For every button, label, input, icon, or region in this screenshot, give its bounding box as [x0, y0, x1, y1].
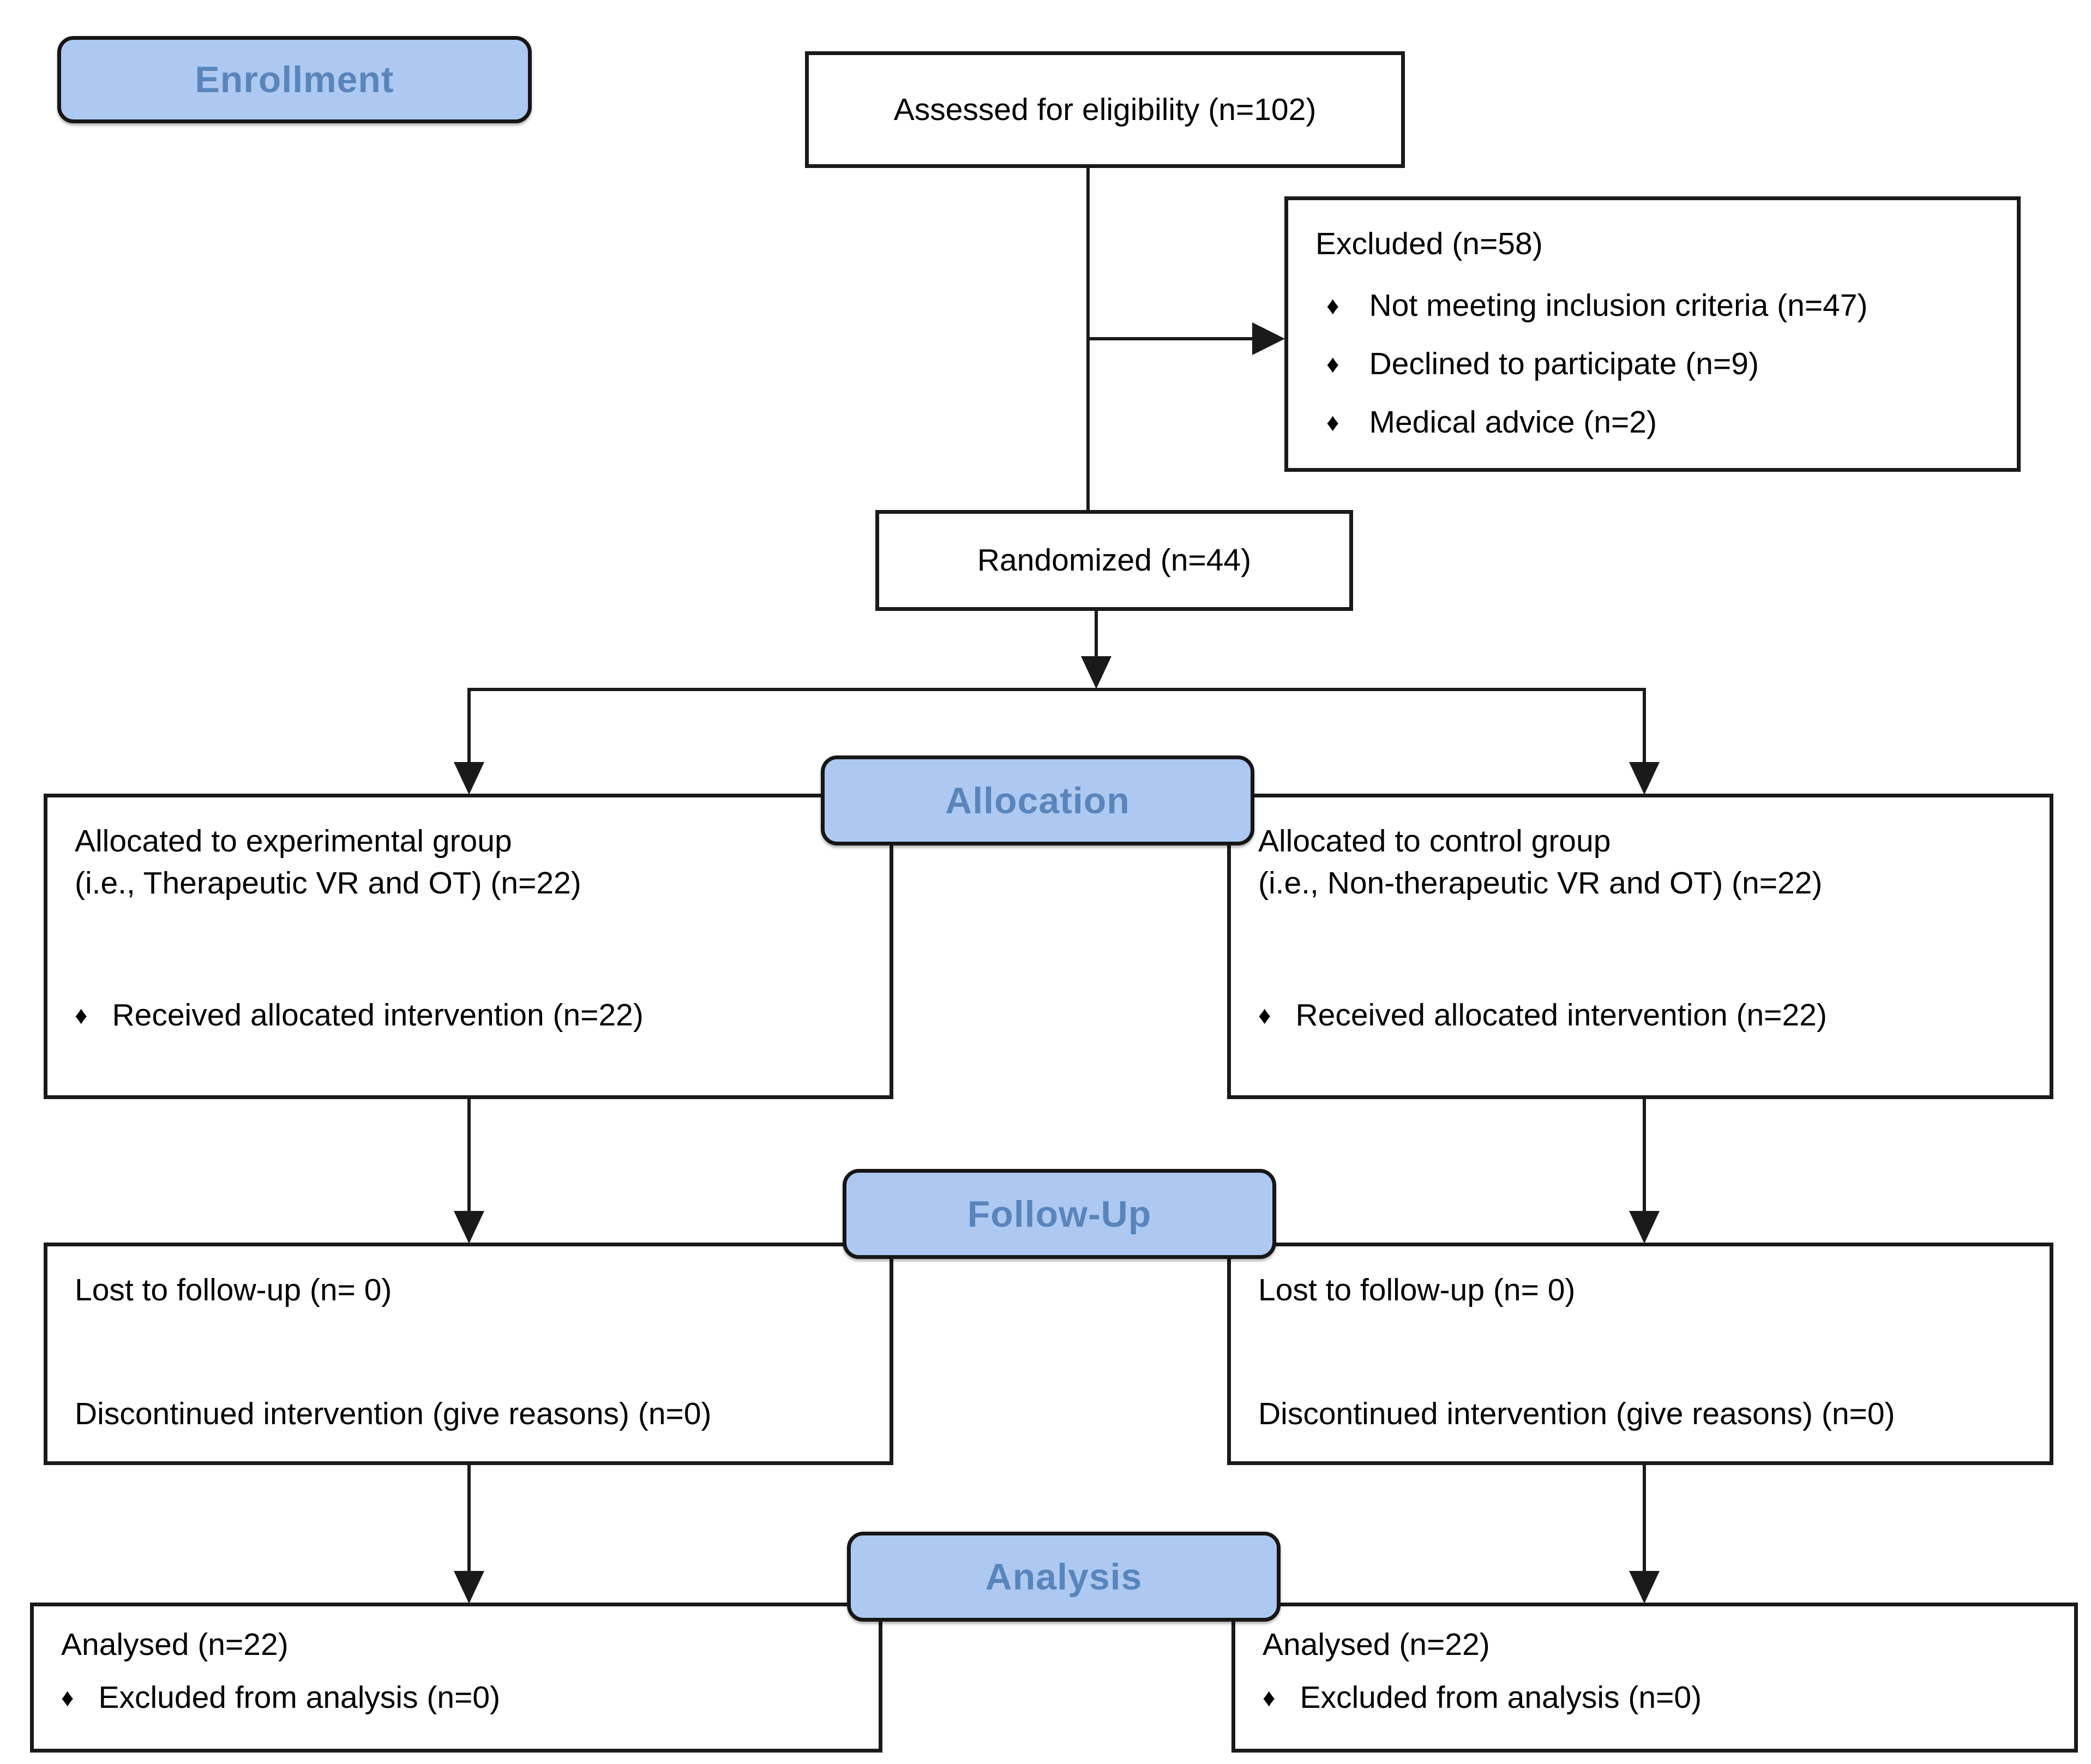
- allocated-control-line1: Allocated to control group: [1258, 824, 1611, 859]
- discontinued-text: Discontinued intervention (give reasons)…: [1258, 1396, 1895, 1431]
- allocated-experimental-box: Allocated to experimental group (i.e., T…: [44, 794, 893, 1099]
- arrowhead-down-icon: [1081, 656, 1111, 689]
- followup-left-box: Lost to follow-up (n= 0) Discontinued in…: [44, 1243, 893, 1465]
- stage-label-allocation: Allocation: [821, 755, 1254, 845]
- excluded-analysis-text: Excluded from analysis (n=0): [1300, 1679, 1702, 1715]
- allocated-control-line2: (i.e., Non-therapeutic VR and OT) (n=22): [1258, 865, 1823, 901]
- assessed-eligibility-box: Assessed for eligibility (n=102): [805, 51, 1405, 168]
- bullet-diamond-icon: ♦: [61, 1683, 74, 1712]
- followup-right-box: Lost to follow-up (n= 0) Discontinued in…: [1227, 1243, 2053, 1465]
- stage-label-text: Enrollment: [195, 59, 394, 100]
- excluded-title: Excluded (n=58): [1315, 226, 1543, 261]
- stage-label-followup: Follow-Up: [843, 1169, 1276, 1259]
- list-item: ♦ Excluded from analysis (n=0): [61, 1677, 851, 1719]
- list-item: ♦ Declined to participate (n=9): [1315, 343, 1990, 385]
- excluded-bullet-text: Not meeting inclusion criteria (n=47): [1369, 287, 1868, 323]
- arrowhead-down-icon: [1629, 762, 1660, 795]
- allocated-experimental-line2: (i.e., Therapeutic VR and OT) (n=22): [75, 865, 581, 901]
- allocated-control-box: Allocated to control group (i.e., Non-th…: [1227, 794, 2053, 1099]
- connector-split-right: [1643, 688, 1646, 767]
- connector-randomized-split: [1095, 610, 1098, 660]
- bullet-diamond-icon: ♦: [1326, 408, 1339, 437]
- connector-followup-analysis-left: [467, 1463, 471, 1573]
- excluded-bullet-list: ♦ Not meeting inclusion criteria (n=47) …: [1315, 285, 1990, 443]
- assessed-eligibility-text: Assessed for eligibility (n=102): [893, 92, 1317, 127]
- randomized-box: Randomized (n=44): [875, 510, 1353, 611]
- received-intervention-text: Received allocated intervention (n=22): [1295, 997, 1827, 1033]
- connector-split-left: [467, 688, 471, 767]
- analysis-left-box: Analysed (n=22) ♦ Excluded from analysis…: [30, 1603, 882, 1753]
- list-item: ♦ Received allocated intervention (n=22): [1258, 994, 2022, 1036]
- list-item: ♦ Received allocated intervention (n=22): [75, 994, 862, 1036]
- stage-label-text: Follow-Up: [967, 1193, 1152, 1235]
- list-item: ♦ Not meeting inclusion criteria (n=47): [1315, 285, 1990, 327]
- analysed-text: Analysed (n=22): [1263, 1627, 1490, 1662]
- arrowhead-right-icon: [1252, 322, 1285, 355]
- bullet-diamond-icon: ♦: [1326, 350, 1339, 379]
- bullet-diamond-icon: ♦: [1258, 1001, 1271, 1030]
- arrowhead-down-icon: [1629, 1211, 1660, 1244]
- excluded-box: Excluded (n=58) ♦ Not meeting inclusion …: [1284, 196, 2021, 472]
- excluded-bullet-text: Medical advice (n=2): [1369, 404, 1657, 440]
- bullet-diamond-icon: ♦: [1326, 291, 1339, 320]
- allocated-experimental-line1: Allocated to experimental group: [75, 824, 512, 859]
- connector-alloc-followup-left: [467, 1097, 471, 1213]
- stage-label-analysis: Analysis: [847, 1532, 1281, 1622]
- stage-label-text: Analysis: [985, 1556, 1143, 1598]
- analysed-text: Analysed (n=22): [61, 1627, 289, 1662]
- analysis-right-box: Analysed (n=22) ♦ Excluded from analysis…: [1231, 1603, 2078, 1753]
- arrowhead-down-icon: [1629, 1571, 1660, 1604]
- lost-followup-text: Lost to follow-up (n= 0): [75, 1273, 392, 1307]
- stage-label-enrollment: Enrollment: [57, 36, 532, 123]
- arrowhead-down-icon: [454, 1571, 484, 1604]
- stage-label-text: Allocation: [945, 779, 1130, 821]
- list-item: ♦ Excluded from analysis (n=0): [1263, 1677, 2047, 1719]
- received-intervention-text: Received allocated intervention (n=22): [112, 997, 644, 1033]
- list-item: ♦ Medical advice (n=2): [1315, 401, 1990, 443]
- bullet-diamond-icon: ♦: [75, 1001, 88, 1030]
- excluded-analysis-text: Excluded from analysis (n=0): [98, 1679, 501, 1715]
- connector-alloc-followup-right: [1643, 1097, 1646, 1213]
- randomized-text: Randomized (n=44): [977, 543, 1252, 578]
- lost-followup-text: Lost to follow-up (n= 0): [1258, 1273, 1576, 1307]
- discontinued-text: Discontinued intervention (give reasons)…: [75, 1396, 712, 1431]
- connector-followup-analysis-right: [1643, 1463, 1646, 1573]
- bullet-diamond-icon: ♦: [1263, 1683, 1276, 1712]
- arrowhead-down-icon: [454, 762, 484, 795]
- connector-split-horizontal: [467, 688, 1646, 691]
- connector-to-excluded: [1086, 337, 1255, 340]
- arrowhead-down-icon: [454, 1211, 484, 1244]
- excluded-bullet-text: Declined to participate (n=9): [1369, 346, 1759, 381]
